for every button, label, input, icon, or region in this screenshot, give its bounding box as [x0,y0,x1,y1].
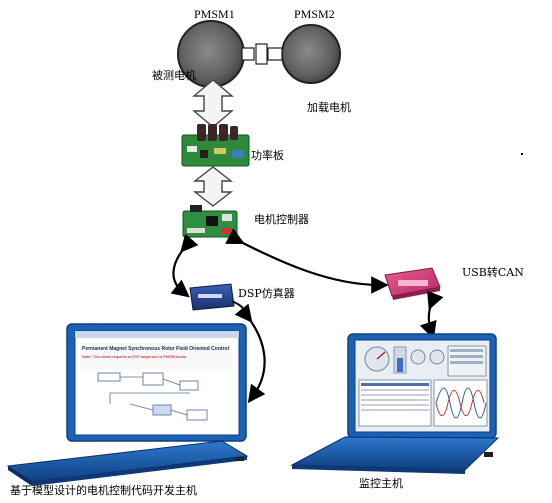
dev-screen-blocks [97,372,208,421]
link-controller-dsp [170,233,199,298]
usb-can-device [384,267,441,300]
double-arrow-motor-power [192,79,234,128]
label-pmsm1: PMSM1 [194,7,235,21]
label-dev-host: 基于模型设计的电机控制代码开发主机 [10,484,197,497]
power-board [181,124,250,167]
label-motor-under-test: 被测电机 [152,69,196,82]
double-arrow-power-controller [192,166,234,207]
label-power-board: 功率板 [251,149,284,162]
dev-screen-title: Permanent Magnet Synchronous Rotor Field… [82,346,229,352]
dsp-emulator-device [189,283,245,311]
label-motor-controller: 电机控制器 [254,213,309,226]
motor-controller-board [182,205,238,238]
label-monitor-host: 监控主机 [359,477,403,490]
label-pmsm2: PMSM2 [294,7,335,21]
link-controller-usbcan [225,228,389,294]
dev-host-laptop [6,323,249,486]
shaft-coupling [241,43,283,65]
link-dsp-devhost [234,303,266,404]
label-usb-can: USB转CAN [462,266,524,279]
monitor-host-laptop [290,333,500,474]
dev-screen-subtitle: Note: This demo requires a DSP target an… [82,354,187,359]
link-usbcan-monitor [419,290,444,340]
motor-pmsm2 [281,24,341,84]
monitor-screen-content [358,345,488,427]
stray-dot [521,153,523,155]
label-load-motor: 加载电机 [307,101,351,114]
label-dsp-emulator: DSP仿真器 [238,287,295,300]
